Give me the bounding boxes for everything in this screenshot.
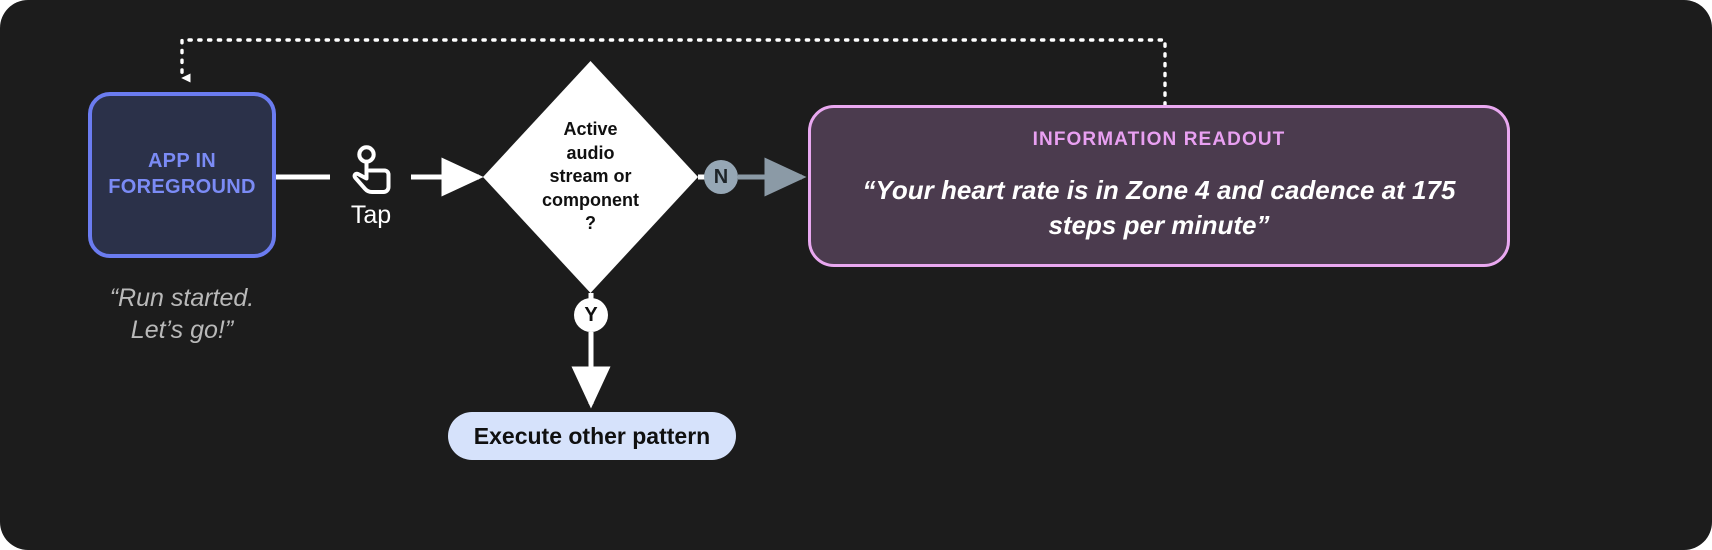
execute-other-pattern-label: Execute other pattern [473, 422, 711, 449]
information-readout-body: “Your heart rate is in Zone 4 and cadenc… [862, 175, 1456, 240]
app-in-foreground-label: APP IN FOREGROUND [108, 150, 256, 198]
branch-marker-no: N [704, 160, 738, 194]
tap-label: Tap [350, 201, 392, 229]
branch-marker-yes-label: Y [584, 304, 598, 326]
execute-other-pattern-button[interactable]: Execute other pattern [448, 412, 736, 460]
decision-diamond[interactable]: Active audio stream or component ? [483, 61, 698, 293]
information-readout-title: INFORMATION READOUT [1032, 129, 1286, 151]
app-caption-text: “Run started. Let’s go!” [109, 284, 255, 344]
branch-marker-yes: Y [574, 298, 608, 332]
decision-label: Active audio stream or component ? [542, 119, 639, 234]
branch-marker-no-label: N [713, 166, 729, 188]
app-in-foreground-node[interactable]: APP IN FOREGROUND [88, 92, 276, 258]
tap-gesture-icon [352, 145, 391, 194]
information-readout-panel[interactable]: INFORMATION READOUT “Your heart rate is … [808, 105, 1510, 267]
tap-gesture-group: Tap [332, 145, 410, 228]
